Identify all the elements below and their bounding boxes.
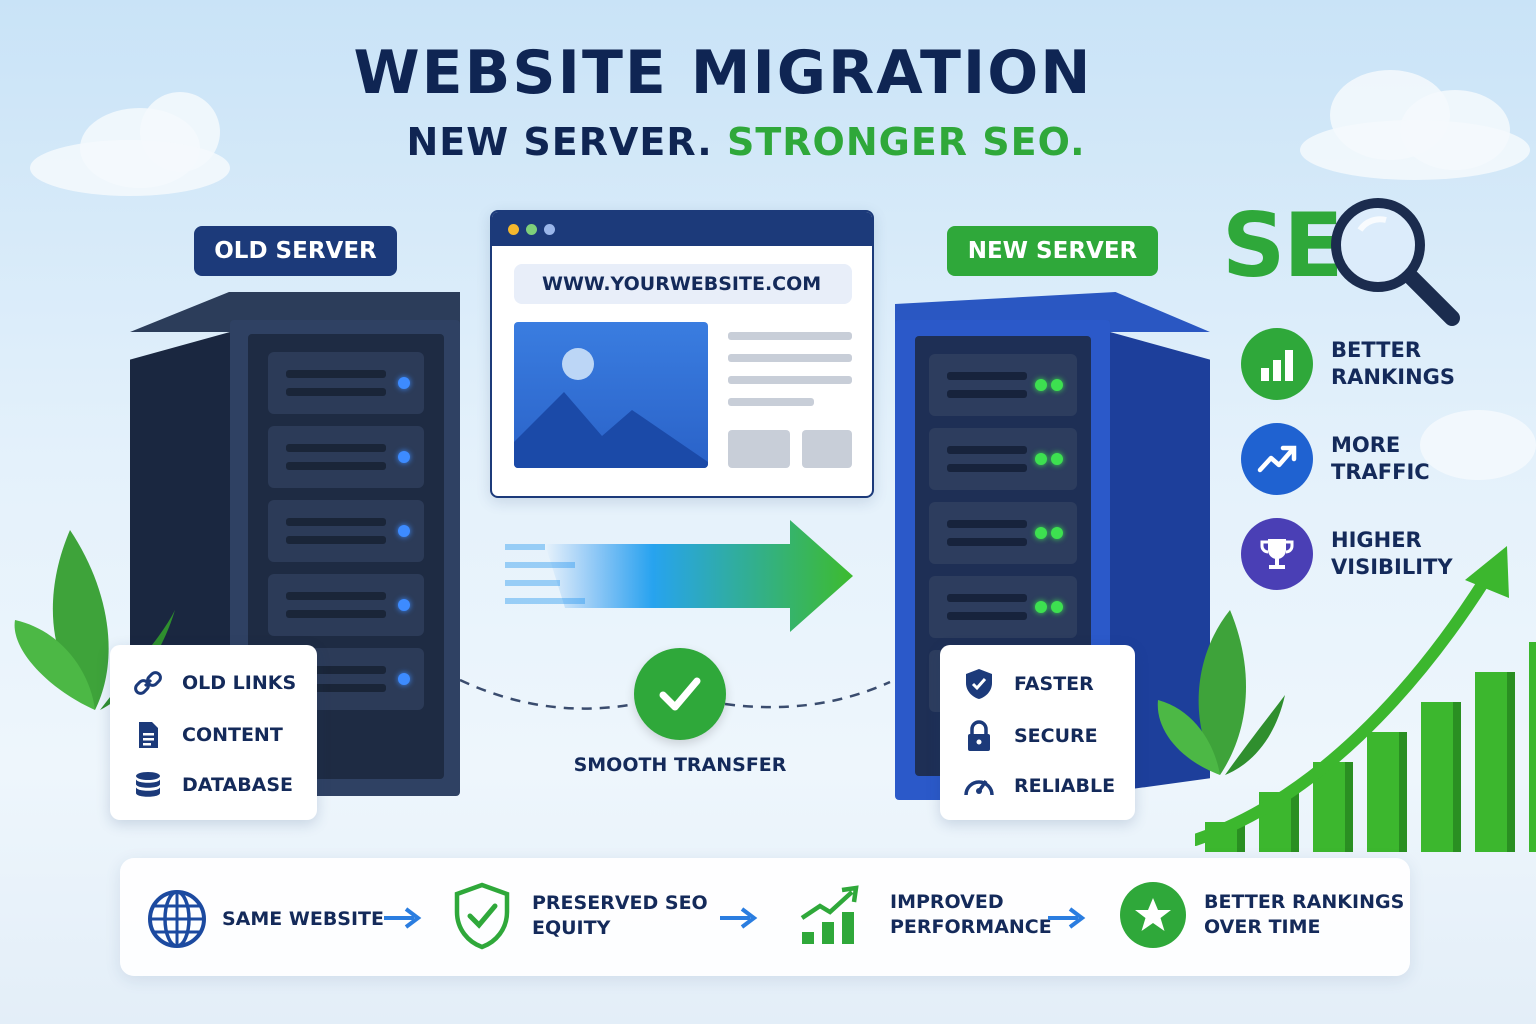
seo-feature-visibility: HIGHER VISIBILITY [1241,518,1453,590]
seo-feature-visibility-line1: HIGHER [1331,528,1422,552]
check-circle-icon [634,648,726,740]
browser-window: WWW.YOURWEBSITE.COM [490,210,874,498]
leaves-right-decoration [1157,610,1285,775]
bottom-step-2-line2: EQUITY [532,917,611,939]
transfer-connector [459,678,891,710]
bottom-step-4-line1: BETTER RANKINGS [1204,891,1405,913]
arrow-right-icon [384,907,422,929]
new-item-reliable: RELIABLE [1014,775,1116,797]
transfer-arrow-icon [505,520,853,632]
bottom-step-3-line1: IMPROVED [890,891,1004,913]
star-badge-icon [1120,882,1186,948]
seo-feature-visibility-line2: VISIBILITY [1331,555,1453,579]
subtitle-part-2: STRONGER SEO. [726,120,1086,164]
bottom-step-preserved-seo: PRESERVED SEO EQUITY [452,882,708,950]
bottom-step-3-line2: PERFORMANCE [890,916,1052,938]
leaves-left-decoration [14,530,175,710]
browser-url-bar[interactable]: WWW.YOURWEBSITE.COM [514,264,852,304]
transfer-label: SMOOTH TRANSFER [573,754,787,776]
image-placeholder-icon [514,322,708,468]
new-server-card: FASTER SECURE RELIABLE [940,645,1135,820]
speedometer-icon [964,779,994,796]
bottom-process-bar: SAME WEBSITE PRESERVED SEO EQUITY IMPROVE… [120,858,1410,976]
subtitle-part-1: NEW SERVER. [406,120,713,164]
growth-chart [1195,546,1536,852]
seo-feature-traffic-line1: MORE [1331,433,1401,457]
new-item-faster: FASTER [1014,673,1094,695]
new-server-label: NEW SERVER [947,226,1158,276]
link-icon [134,671,162,695]
bottom-step-4-line2: OVER TIME [1204,916,1321,938]
browser-url: WWW.YOURWEBSITE.COM [542,273,822,295]
seo-feature-rankings-line1: BETTER [1331,338,1421,362]
lock-icon [968,720,990,751]
seo-feature-traffic-line2: TRAFFIC [1331,460,1430,484]
globe-icon [148,890,206,948]
trophy-icon [1260,539,1294,569]
document-icon [139,722,158,748]
new-item-secure: SECURE [1014,725,1098,747]
growth-bar [1529,642,1536,852]
bottom-step-1-line1: SAME WEBSITE [222,907,385,930]
bottom-step-same-website: SAME WEBSITE [146,888,384,950]
page-title: WEBSITE MIGRATION [353,38,1093,108]
bottom-step-improved-performance: IMPROVED PERFORMANCE [798,882,1052,948]
browser-titlebar [492,212,872,246]
magnifier-icon [1331,198,1460,326]
bottom-step-better-rankings: BETTER RANKINGS OVER TIME [1120,882,1404,948]
bottom-step-2-line1: PRESERVED SEO [532,892,708,914]
old-server-label: OLD SERVER [194,226,397,276]
shield-check-icon [454,882,510,950]
arrow-right-icon [1048,907,1086,929]
old-server-card: OLD LINKS CONTENT DATABASE [110,645,317,820]
old-item-database: DATABASE [182,774,294,796]
old-item-content: CONTENT [182,724,283,746]
shield-check-icon [966,669,992,699]
database-icon [136,772,160,797]
arrow-right-icon [720,907,758,929]
page-subtitle: NEW SERVER. STRONGER SEO. [0,120,1492,164]
old-item-links: OLD LINKS [182,672,297,694]
seo-feature-rankings-line2: RANKINGS [1331,365,1456,389]
bar-chart-icon [1261,350,1293,381]
seo-feature-traffic: MORE TRAFFIC [1241,423,1430,495]
growth-trend-arrow [1195,574,1491,846]
seo-feature-rankings: BETTER RANKINGS [1241,328,1455,400]
growth-chart-icon [800,885,859,944]
growth-arrowhead [1465,546,1509,598]
trend-up-icon [1257,445,1297,473]
